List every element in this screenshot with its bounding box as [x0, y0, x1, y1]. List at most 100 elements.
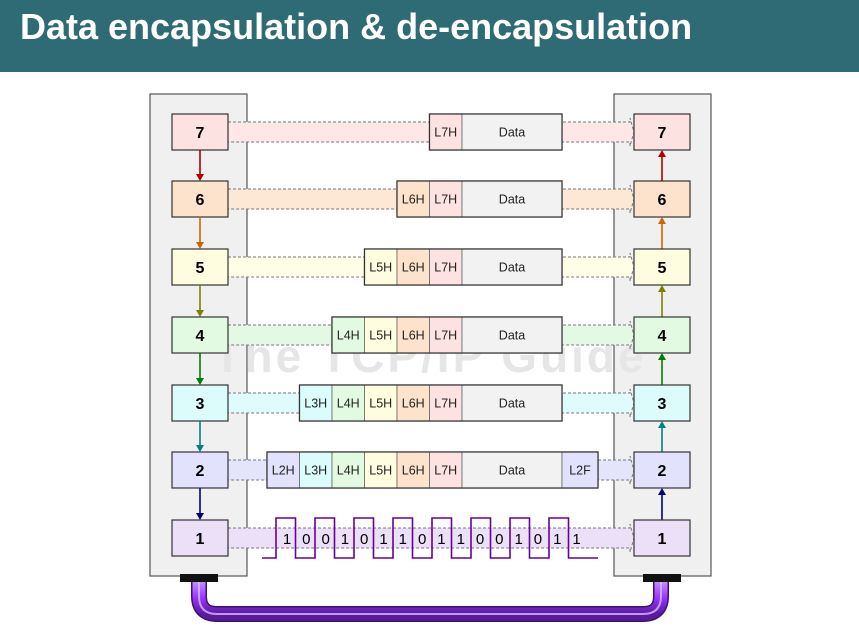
layer-number: 6: [658, 192, 667, 209]
header-label: L3H: [304, 464, 327, 478]
header-label: L5H: [369, 464, 392, 478]
layer-number: 5: [196, 260, 205, 277]
sender-port: [180, 574, 218, 582]
header-cell: [331, 451, 365, 489]
header-label: L5H: [369, 261, 392, 275]
header-label: L6H: [402, 397, 425, 411]
sender-layer-box-3: [171, 384, 229, 422]
header-label: L3H: [304, 397, 327, 411]
bit-label: 1: [572, 531, 580, 548]
packet-outline: [363, 248, 563, 286]
sender-layer-box-7: [171, 113, 229, 151]
layer-number: 2: [658, 463, 667, 480]
header-cell: [429, 451, 463, 489]
up-arrow-head: [658, 488, 666, 495]
receiver-port: [643, 574, 681, 582]
down-arrow-head: [196, 174, 204, 181]
down-arrow-head: [196, 242, 204, 249]
packet-outline: [266, 451, 599, 489]
header-cell: [299, 384, 333, 422]
cable-highlight: [198, 582, 662, 615]
layer-number: 3: [196, 396, 205, 413]
header-cell: [429, 113, 463, 151]
layer-number: 3: [658, 396, 667, 413]
bit-label: 0: [302, 531, 310, 548]
sender-layer-box-1: [171, 519, 229, 557]
data-cell: [461, 316, 563, 354]
header-label: L7H: [434, 126, 457, 140]
header-label: L7H: [434, 329, 457, 343]
header-label: L5H: [369, 397, 392, 411]
up-arrow-head: [658, 421, 666, 428]
header-cell: [331, 384, 365, 422]
layer-number: 1: [658, 531, 667, 548]
bit-label: 0: [418, 531, 426, 548]
trailer-label: L2F: [569, 464, 591, 478]
data-label: Data: [499, 397, 525, 411]
up-arrow-head: [658, 150, 666, 157]
bit-label: 1: [437, 531, 445, 548]
receiver-layer-box-3: [633, 384, 691, 422]
bit-label: 0: [321, 531, 329, 548]
header-label: L7H: [434, 193, 457, 207]
bit-label: 1: [379, 531, 387, 548]
down-arrow-head: [196, 445, 204, 452]
cable: [192, 582, 668, 621]
data-cell: [461, 248, 563, 286]
up-arrow-head: [658, 353, 666, 360]
header-cell: [396, 316, 430, 354]
receiver-layer-box-4: [633, 316, 691, 354]
receiver-layer-box-6: [633, 180, 691, 218]
header-label: L4H: [337, 397, 360, 411]
header-label: L7H: [434, 397, 457, 411]
bit-label: 1: [399, 531, 407, 548]
header-label: L6H: [402, 193, 425, 207]
bit-label: 1: [283, 531, 291, 548]
signal-waveform: [262, 517, 598, 559]
layer-number: 4: [196, 328, 205, 345]
bit-label: 1: [341, 531, 349, 548]
title-bar: Data encapsulation & de-encapsulation: [0, 0, 859, 72]
bit-label: 1: [553, 531, 561, 548]
receiver-layer-box-1: [633, 519, 691, 557]
data-label: Data: [499, 193, 525, 207]
header-label: L6H: [402, 261, 425, 275]
data-cell: [461, 451, 563, 489]
packet-outline: [331, 316, 563, 354]
layer-number: 1: [196, 531, 205, 548]
bit-label: 0: [360, 531, 368, 548]
up-arrow-head: [658, 217, 666, 224]
receiver-layer-box-5: [633, 248, 691, 286]
page-title: Data encapsulation & de-encapsulation: [20, 6, 693, 47]
header-label: L2H: [272, 464, 295, 478]
layer-number: 7: [196, 125, 205, 142]
sender-layer-box-2: [171, 451, 229, 489]
bit-label: 0: [476, 531, 484, 548]
header-label: L6H: [402, 464, 425, 478]
up-arrow-head: [658, 285, 666, 292]
down-arrow-head: [196, 513, 204, 520]
packet-outline: [428, 113, 563, 151]
sender-layer-box-6: [171, 180, 229, 218]
data-label: Data: [499, 261, 525, 275]
header-label: L5H: [369, 329, 392, 343]
layer-band-1: [227, 523, 635, 553]
header-label: L4H: [337, 464, 360, 478]
sender-layer-box-5: [171, 248, 229, 286]
data-label: Data: [499, 126, 525, 140]
receiver-layer-box-7: [633, 113, 691, 151]
layer-number: 4: [658, 328, 667, 345]
packet-outline: [396, 180, 563, 218]
layer-number: 5: [658, 260, 667, 277]
down-arrow-head: [196, 310, 204, 317]
header-label: L4H: [337, 329, 360, 343]
bit-label: 1: [514, 531, 522, 548]
header-label: L6H: [402, 329, 425, 343]
header-cell: [364, 451, 398, 489]
receiver-layer-box-2: [633, 451, 691, 489]
data-label: Data: [499, 329, 525, 343]
bit-label: 0: [534, 531, 542, 548]
down-arrow-head: [196, 378, 204, 385]
header-label: L7H: [434, 261, 457, 275]
